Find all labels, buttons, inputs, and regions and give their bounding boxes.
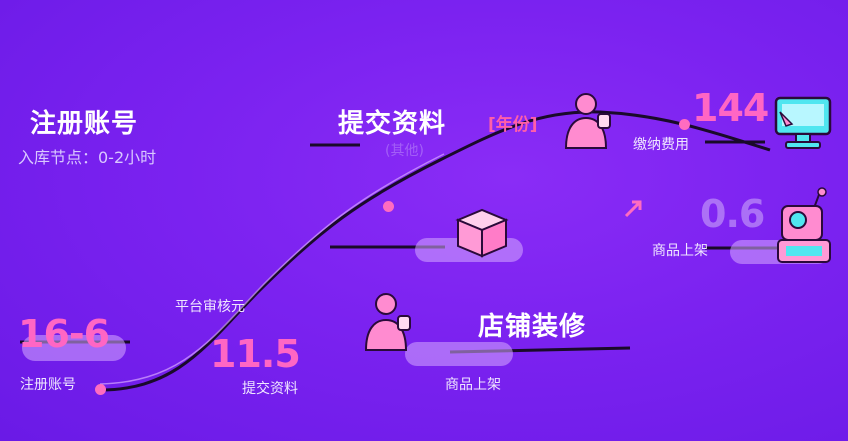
submit-ghost: (其他) [385, 143, 424, 159]
listing-right: 商品上架 [652, 243, 708, 259]
number-166: 16-6 [18, 312, 110, 356]
register-title: 注册账号 [30, 109, 139, 139]
arrow-icon [620, 194, 648, 226]
curve-dot-mid [383, 201, 394, 212]
person-icon-2 [360, 292, 416, 358]
pill-register [22, 335, 126, 361]
number-144: 144 [692, 86, 769, 130]
curve-dot-start [95, 384, 106, 395]
person-icon [560, 92, 616, 156]
platform-review: 平台审核元 [175, 299, 245, 315]
listing-bottom: 商品上架 [445, 377, 501, 393]
number-115: 11.5 [210, 332, 301, 376]
shop-decor: 店铺装修 [478, 312, 587, 342]
robot-icon [772, 186, 838, 270]
monitor-icon [772, 94, 834, 156]
submit-bottom: 提交资料 [242, 381, 298, 397]
package-icon [452, 206, 512, 262]
submit-title: 提交资料 [338, 109, 447, 139]
number-06: 0.6 [700, 192, 765, 236]
year-tag: [年份] [488, 115, 538, 135]
register-sub: 入库节点：0-2小时 [18, 148, 157, 167]
register-bottom: 注册账号 [20, 377, 76, 393]
pay-label: 缴纳费用 [633, 137, 689, 153]
pill-shop [405, 342, 513, 366]
curve-dot-top [679, 119, 690, 130]
